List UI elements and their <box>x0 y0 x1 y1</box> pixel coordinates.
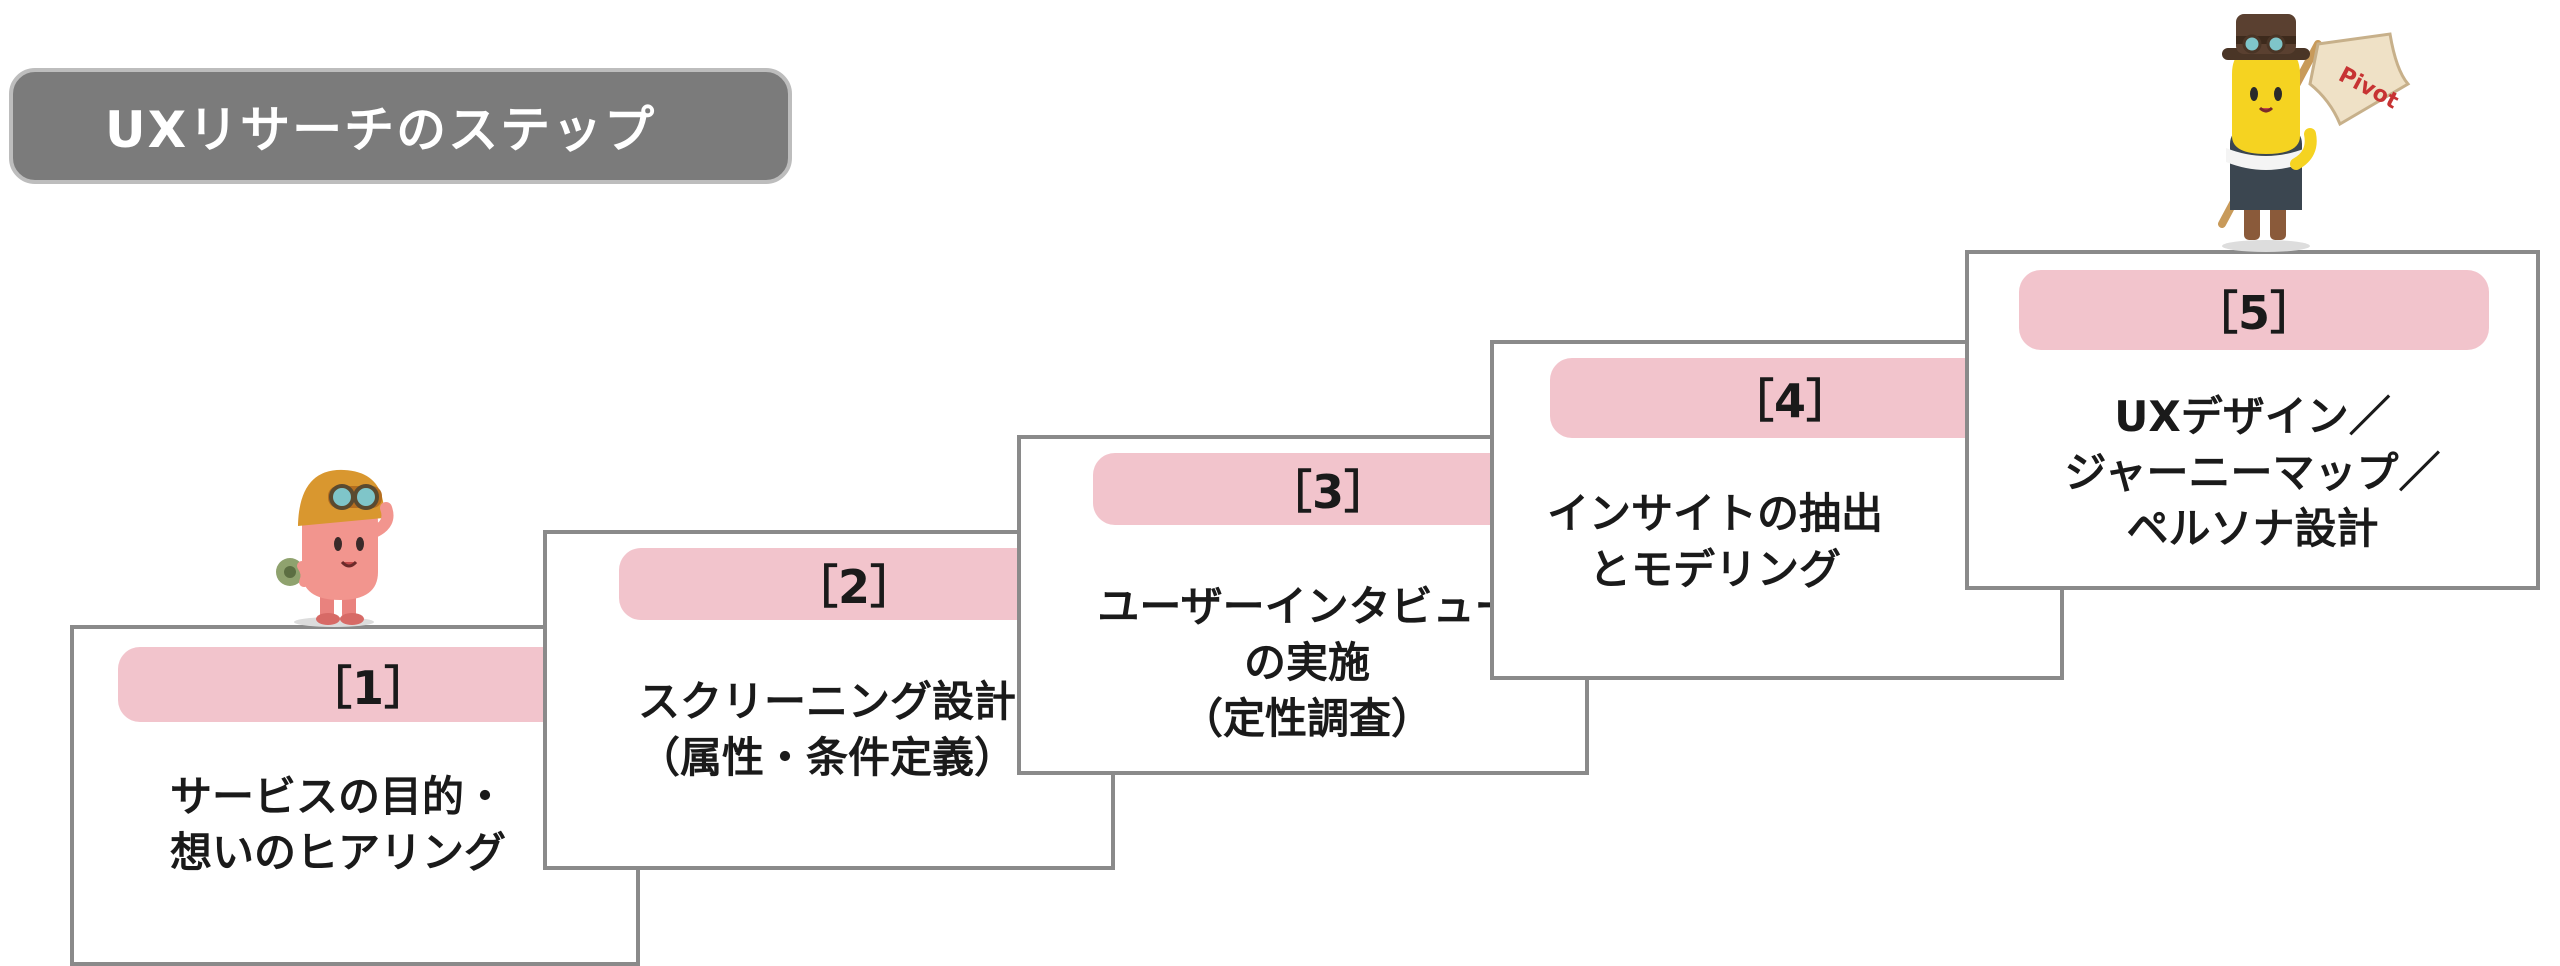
step-2-number: ［2］ <box>619 548 1089 620</box>
step-3-description: ユーザーインタビュー の実施 （定性調査） <box>1097 582 1517 743</box>
step-2-description: スクリーニング設計 （属性・条件定義） <box>637 677 1016 782</box>
step-5-number: ［5］ <box>2019 270 2489 350</box>
pink-explorer-mascot-icon <box>276 469 394 627</box>
page-title: UXリサーチのステップ <box>105 101 657 159</box>
step-4-number: ［4］ <box>1550 358 2030 438</box>
step-4-description: インサイトの抽出 とモデリング <box>1546 489 1883 594</box>
yellow-mascot-with-flag-icon: Pivot <box>2218 14 2411 252</box>
step-5-card: ［5］ UXデザイン／ ジャーニーマップ／ ペルソナ設計 <box>1965 250 2540 590</box>
title-banner: UXリサーチのステップ <box>9 68 792 184</box>
step-1-number: ［1］ <box>118 647 618 722</box>
step-3-number: ［3］ <box>1093 453 1563 525</box>
step-5-description: UXデザイン／ ジャーニーマップ／ ペルソナ設計 <box>2064 392 2441 553</box>
step-1-description: サービスの目的・ 想いのヒアリング <box>169 772 506 877</box>
